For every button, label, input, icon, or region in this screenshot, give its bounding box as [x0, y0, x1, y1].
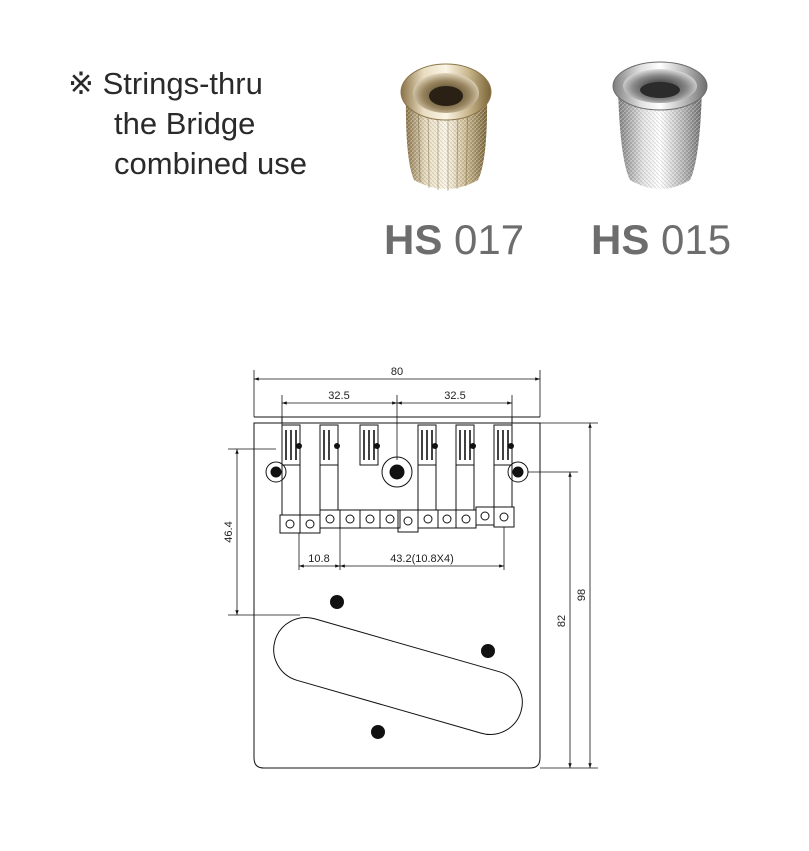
dim-saddle-spacing [298, 527, 505, 570]
dim-label-inner-height: 82 [556, 615, 568, 627]
ferrule-gold-knurled-icon [400, 63, 492, 191]
mount-hole-center [381, 456, 413, 488]
intonation-screw-threads [285, 430, 509, 460]
bridge-technical-drawing [228, 370, 598, 769]
dim-overall-width [253, 370, 541, 417]
product-label-hs015: HS 015 [591, 216, 732, 263]
screw-dot-top [330, 595, 344, 609]
pickup-slot [273, 617, 523, 735]
screw-dot-bottom [371, 725, 385, 739]
note-symbol: ※ [68, 66, 94, 101]
dim-label-overall-width: 80 [391, 366, 403, 378]
dim-half-spans [281, 395, 513, 460]
dim-label-half-left: 32.5 [328, 390, 349, 402]
ferrule-chrome-knurled-icon [612, 61, 708, 189]
dim-heights-right [528, 422, 598, 769]
note-line-2: the Bridge [114, 106, 256, 141]
dim-height-46 [228, 448, 300, 616]
bridge-plate-outline [253, 422, 541, 769]
dim-label-half-right: 32.5 [444, 390, 465, 402]
product-label-hs017: HS 017 [384, 216, 525, 263]
saddle-2 [299, 424, 341, 534]
note-line-1: ※ Strings-thru [68, 66, 263, 101]
mount-hole-left [265, 461, 287, 483]
dim-label-height-46: 46.4 [223, 521, 235, 542]
note-line-3: combined use [114, 146, 308, 181]
dim-label-saddle-total: 43.2(10.8X4) [390, 553, 454, 565]
screw-dot-right [481, 644, 495, 658]
dim-label-overall-height: 98 [576, 589, 588, 601]
dim-label-saddle-pitch: 10.8 [308, 553, 329, 565]
strings-thru-note: ※ Strings-thru the Bridge combined use [68, 64, 307, 184]
